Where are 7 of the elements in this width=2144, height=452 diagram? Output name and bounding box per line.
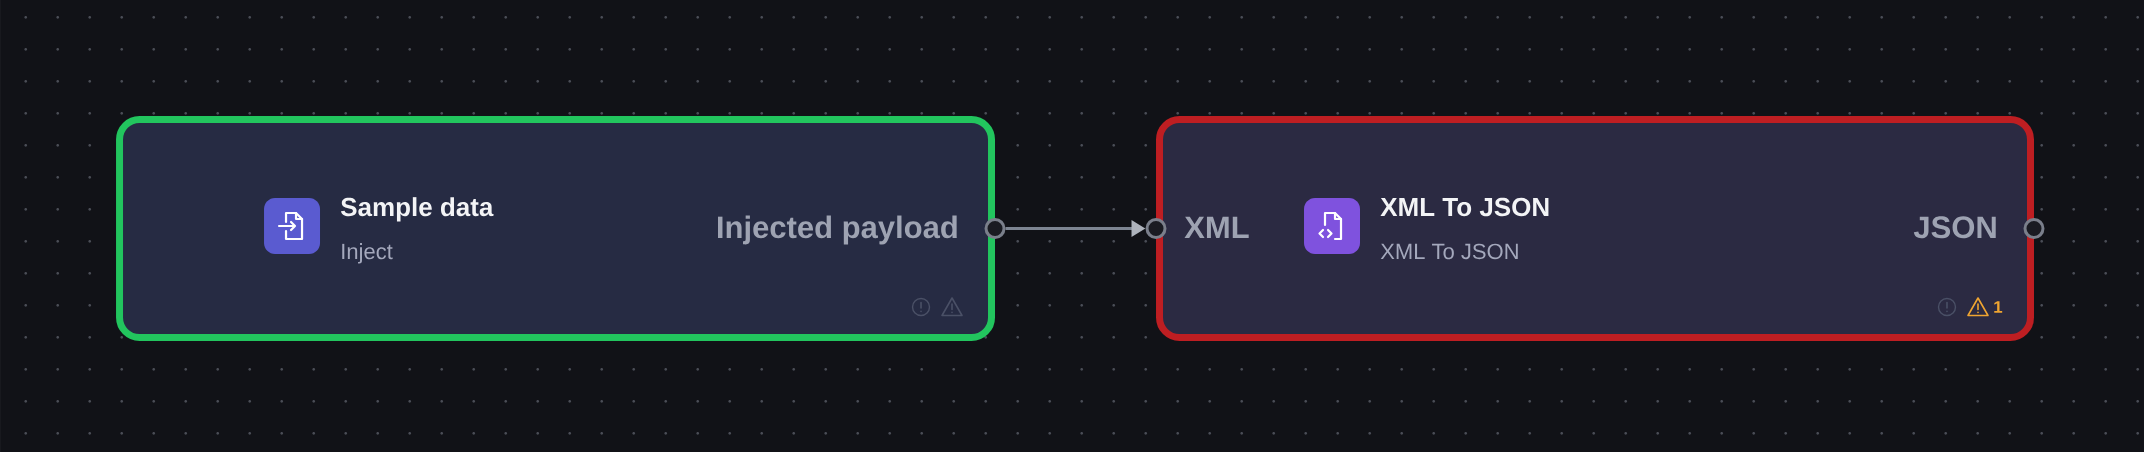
port-label: JSON bbox=[1913, 216, 1996, 239]
port-circle bbox=[2023, 218, 2045, 239]
port-label: Injected payload bbox=[718, 215, 957, 245]
count-label: 1 bbox=[1994, 301, 2003, 313]
port-circle bbox=[1145, 218, 1167, 239]
port-label: XML bbox=[1184, 216, 1249, 238]
port-circle bbox=[984, 218, 1006, 239]
